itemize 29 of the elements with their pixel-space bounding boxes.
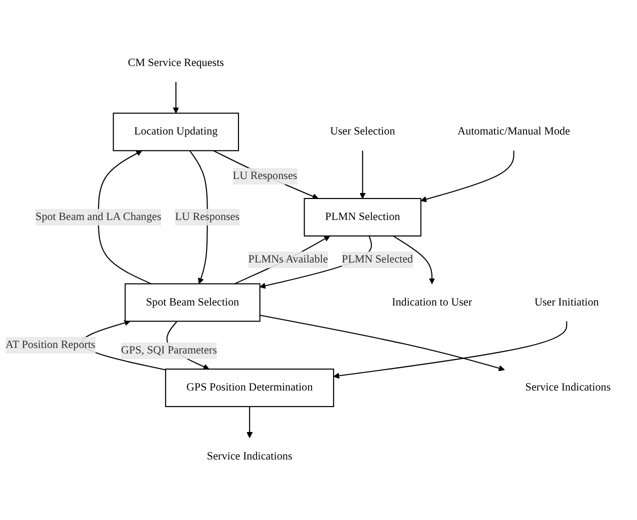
- arrow: [172, 82, 179, 114]
- arrow: [420, 150, 514, 202]
- arrow: [234, 236, 330, 284]
- arrow: [333, 321, 568, 379]
- arrow: [392, 236, 436, 284]
- edge-label: LU Responses: [232, 170, 298, 182]
- arrow: [98, 150, 152, 284]
- node-text: Service Indications: [525, 382, 611, 394]
- node-box: Spot Beam Selection: [124, 283, 260, 322]
- node-text: User Initiation: [534, 296, 599, 308]
- node-text: CM Service Requests: [128, 57, 224, 69]
- arrow: [246, 406, 253, 438]
- node-text: Indication to User: [392, 296, 472, 308]
- node-text: Automatic/Manual Mode: [458, 126, 570, 138]
- arrow: [213, 150, 318, 200]
- arrow: [360, 150, 366, 199]
- node-text: Service Indications: [206, 450, 292, 462]
- edge-label: AT Position Reports: [6, 339, 96, 351]
- arrow: [189, 150, 208, 284]
- edge-label: PLMNs Available: [248, 254, 328, 266]
- node-box: PLMN Selection: [304, 198, 422, 237]
- edge-label: Spot Beam and LA Changes: [36, 211, 162, 223]
- edge-label: LU Responses: [175, 211, 240, 223]
- arrow: [260, 314, 505, 372]
- node-box: GPS Position Determination: [165, 368, 334, 408]
- node-box: Location Updating: [112, 112, 239, 152]
- edge-label: GPS, SQI Parameters: [121, 344, 217, 356]
- node-text: User Selection: [330, 126, 396, 138]
- edge-label: PLMN Selected: [342, 254, 413, 266]
